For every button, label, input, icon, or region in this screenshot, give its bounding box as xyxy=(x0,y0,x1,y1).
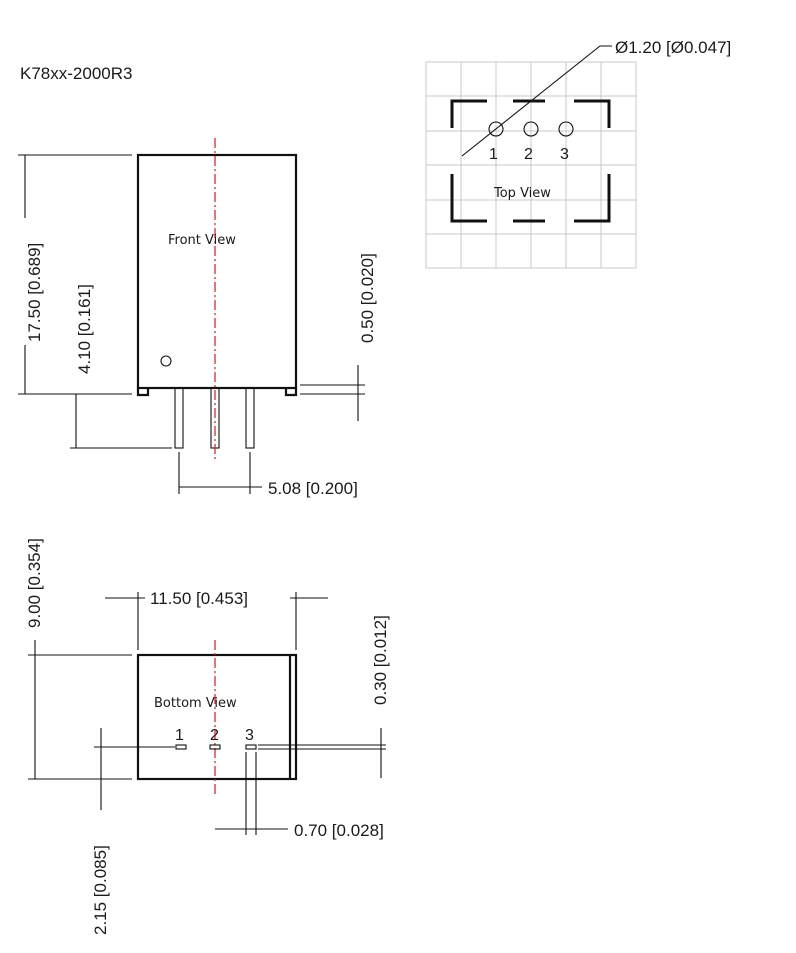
standoff-dimension: 0.50 [0.020] xyxy=(358,253,377,343)
front-pin-3 xyxy=(245,387,255,449)
depth-dimension: 9.00 [0.354] xyxy=(25,538,44,628)
pin-offset-dimension: 2.15 [0.085] xyxy=(91,845,110,935)
bottom-pin-label-1: 1 xyxy=(175,727,184,744)
width-dimension: 11.50 [0.453] xyxy=(150,589,248,608)
bottom-pin-pad-1 xyxy=(175,744,187,750)
bottom-view-label: Bottom View xyxy=(154,696,237,711)
corner-bracket-bl xyxy=(450,174,487,223)
front-view-body xyxy=(136,153,298,390)
pin-length-dimension: 4.10 [0.161] xyxy=(75,284,94,374)
top-pin-hole-1 xyxy=(488,121,504,137)
top-pin-label-3: 3 xyxy=(560,146,569,163)
front-pin-1 xyxy=(174,387,184,449)
diameter-leader-line xyxy=(461,45,612,157)
pin1-marker xyxy=(160,355,172,367)
part-number-title: K78xx-2000R3 xyxy=(20,64,132,83)
top-pin-label-2: 2 xyxy=(524,146,533,163)
top-view-grid xyxy=(425,61,637,269)
corner-bracket-tr xyxy=(574,99,611,128)
bottom-pin-label-3: 3 xyxy=(245,727,254,744)
top-pin-hole-2 xyxy=(523,121,539,137)
top-view: 1 2 3 Top View Ø1.20 [Ø0.047] xyxy=(425,38,731,269)
bottom-view: Bottom View 1 2 3 11.50 [0.453] 9.00 [0.… xyxy=(25,538,390,935)
corner-bracket-tl xyxy=(450,99,487,128)
front-view: Front View 17.50 [0.689] 4.10 [0.161] 0.… xyxy=(18,138,377,498)
bottom-pin-pad-2 xyxy=(209,744,221,750)
top-pin-label-1: 1 xyxy=(489,146,498,163)
bottom-view-body xyxy=(136,653,298,781)
bottom-pin-pad-3 xyxy=(245,744,257,750)
corner-bracket-br xyxy=(574,174,611,223)
front-view-feet xyxy=(136,388,298,397)
top-pin-hole-3 xyxy=(558,121,574,137)
pin-width-dimension: 0.70 [0.028] xyxy=(294,821,384,840)
height-dimension: 17.50 [0.689] xyxy=(25,243,44,342)
bottom-pin-label-2: 2 xyxy=(210,727,219,744)
pin-diameter-dimension: Ø1.20 [Ø0.047] xyxy=(615,38,731,57)
pin-pitch-dimension: 5.08 [0.200] xyxy=(268,479,358,498)
top-view-label: Top View xyxy=(493,186,551,201)
pin-thickness-dimension: 0.30 [0.012] xyxy=(371,615,390,705)
front-view-label: Front View xyxy=(168,233,236,248)
